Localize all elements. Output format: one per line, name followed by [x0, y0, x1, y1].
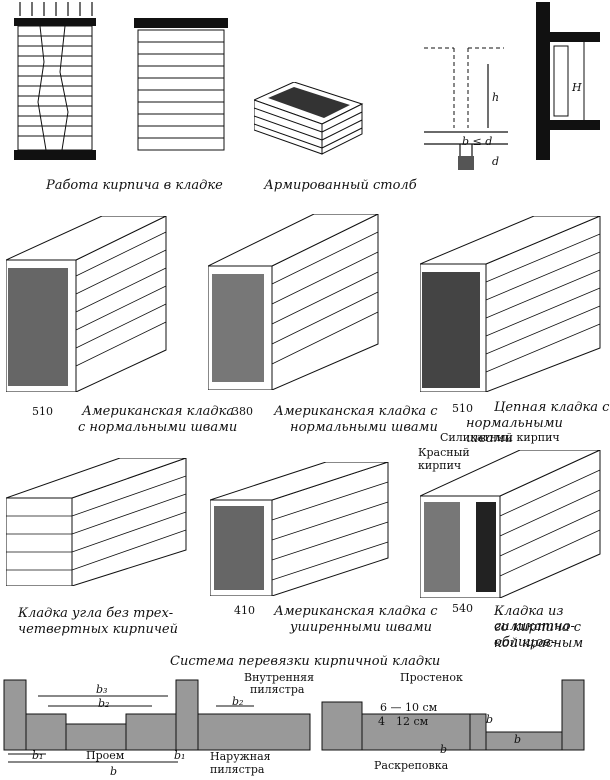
corner-without-drawing — [6, 458, 187, 586]
inner-pilaster-label-1: Внутренняя — [244, 671, 315, 684]
american-wide-drawing — [210, 462, 389, 596]
reinforced-pillar-drawing — [254, 82, 364, 155]
caption-american-wide-2: уширенными швами — [290, 620, 433, 635]
caption-american-wide-1: Американская кладка с — [274, 604, 438, 619]
outer-pilaster-label-1: Наружная — [210, 750, 271, 763]
caption-system-title: Система перевязки кирпичной кладки — [170, 654, 441, 669]
caption-corner-2: четвертных кирпичей — [18, 622, 178, 637]
red-brick-label-1: Красный — [418, 446, 470, 459]
caption-reinforced-pillar: Армированный столб — [264, 178, 417, 193]
b-le-d-label: b ≤ d — [462, 135, 493, 148]
caption-silicate-2: го кирпича с облицов- — [494, 620, 581, 650]
dim-510-b: 510 — [452, 402, 473, 415]
silicate-facing-drawing — [420, 450, 601, 598]
dim-540: 540 — [452, 602, 473, 615]
b-label-right-a: b — [486, 713, 494, 726]
red-brick-label-2: кирпич — [418, 459, 462, 472]
H-label: H — [572, 81, 582, 94]
b-label-offset: b — [440, 743, 448, 756]
brick-work-drawing — [14, 2, 96, 160]
silicate-brick-label: Силикатный кирпич — [440, 431, 560, 444]
b-label-bottom: b — [110, 765, 118, 778]
caption-american-380-1: Американская кладка с — [274, 404, 438, 419]
b1-label-a: b₁ — [32, 749, 44, 762]
h-label: h — [492, 91, 500, 104]
offset-label: Раскреповка — [374, 759, 449, 772]
caption-american-380-2: нормальными швами — [290, 420, 438, 435]
american-380-drawing — [208, 214, 379, 390]
dim-410: 410 — [234, 604, 255, 617]
b2-label-b: b₂ — [232, 695, 244, 708]
b-label-right-b: b — [514, 733, 522, 746]
outer-pilaster-label-2: пилястра — [210, 763, 265, 776]
caption-corner-1: Кладка угла без трех- — [18, 606, 174, 621]
caption-silicate-3: кой красным — [494, 636, 584, 651]
caption-brick-work: Работа кирпича в кладке — [46, 178, 223, 193]
caption-american-normal-1: Американская кладка — [82, 404, 235, 419]
opening-label: Проем — [86, 749, 125, 762]
pier-label: Простенок — [400, 671, 463, 684]
range-6-10-label: 6 — 10 см — [380, 701, 438, 714]
column-joint-drawing — [424, 47, 508, 170]
caption-silicate-1: Кладка из силикатно- — [494, 604, 575, 634]
wall-segment-drawing — [134, 18, 228, 151]
dim-380: 380 — [232, 405, 253, 418]
b2-label-a: b₂ — [98, 697, 110, 710]
inner-pilaster-label-2: пилястра — [250, 683, 305, 696]
chain-normal-drawing — [420, 216, 601, 392]
b1-label-b: b₁ — [174, 749, 186, 762]
b3-label: b₃ — [96, 683, 108, 696]
dim-510-a: 510 — [32, 405, 53, 418]
caption-american-normal-2: с нормальными швами — [78, 420, 238, 435]
wall-plan-drawing — [3, 679, 585, 763]
american-normal-drawing — [6, 216, 167, 392]
caption-chain-1: Цепная кладка с — [494, 400, 610, 415]
caption-chain-2: нормальными швами — [466, 416, 563, 446]
cm12-label: 12 см — [396, 715, 429, 728]
four-label: 4 — [378, 715, 385, 728]
d-label: d — [492, 155, 500, 168]
wall-height-drawing — [536, 2, 600, 160]
